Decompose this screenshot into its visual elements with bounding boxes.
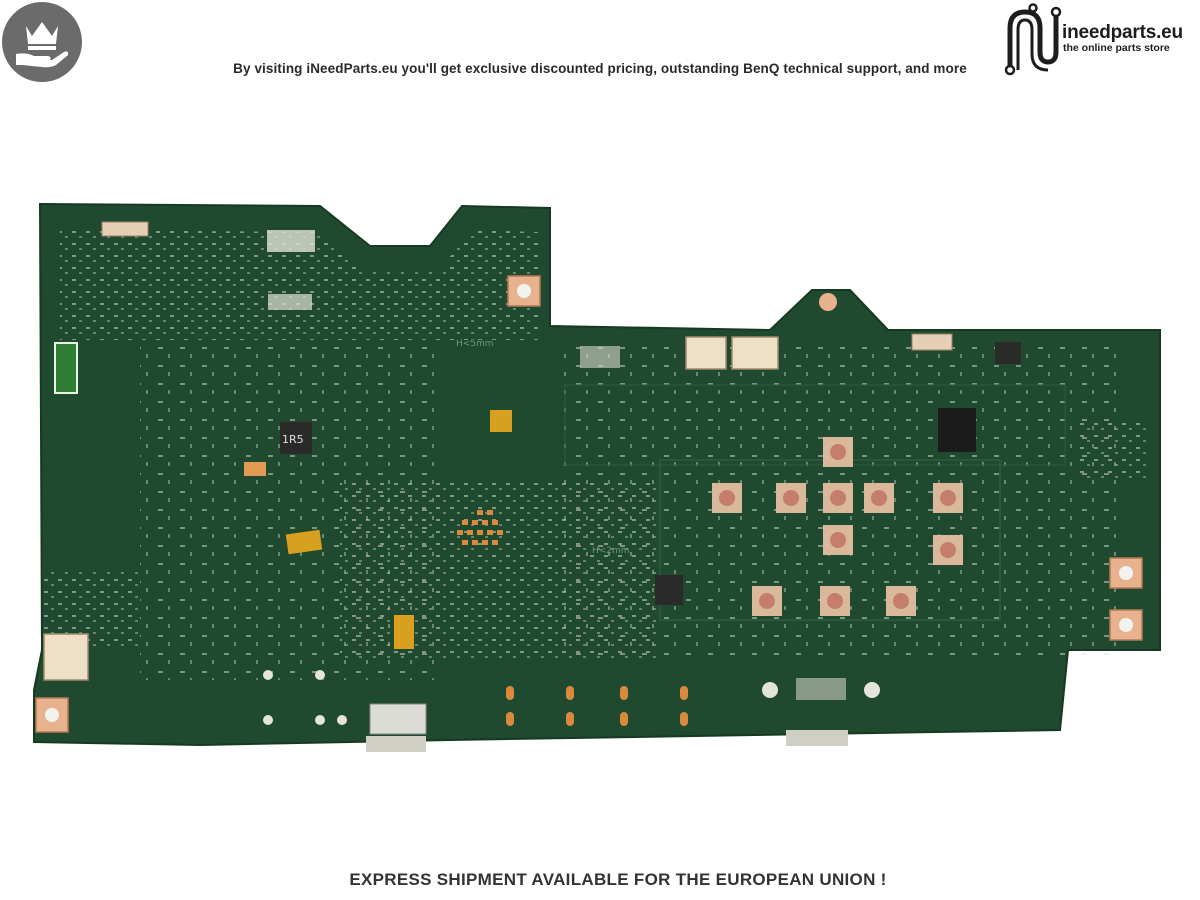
crown-hand-icon <box>16 22 69 68</box>
mainboard-photo: 1R5 H<5mm H<2mm <box>33 202 1161 752</box>
promo-tagline: By visiting iNeedParts.eu you'll get exc… <box>233 61 967 76</box>
silkscreen-h5mm: H<5mm <box>456 339 494 349</box>
ineedparts-logo[interactable]: ineedparts.eu the online parts store <box>1000 2 1196 78</box>
crown-hand-badge <box>2 2 82 82</box>
silkscreen-1r5: 1R5 <box>282 433 304 446</box>
logo-name: ineedparts.eu <box>1062 22 1183 43</box>
shipping-banner: EXPRESS SHIPMENT AVAILABLE FOR THE EUROP… <box>349 870 887 889</box>
silkscreen-h2mm: H<2mm <box>592 546 630 556</box>
circuit-n-logo-icon <box>1004 3 1062 76</box>
logo-subtitle: the online parts store <box>1063 42 1170 54</box>
